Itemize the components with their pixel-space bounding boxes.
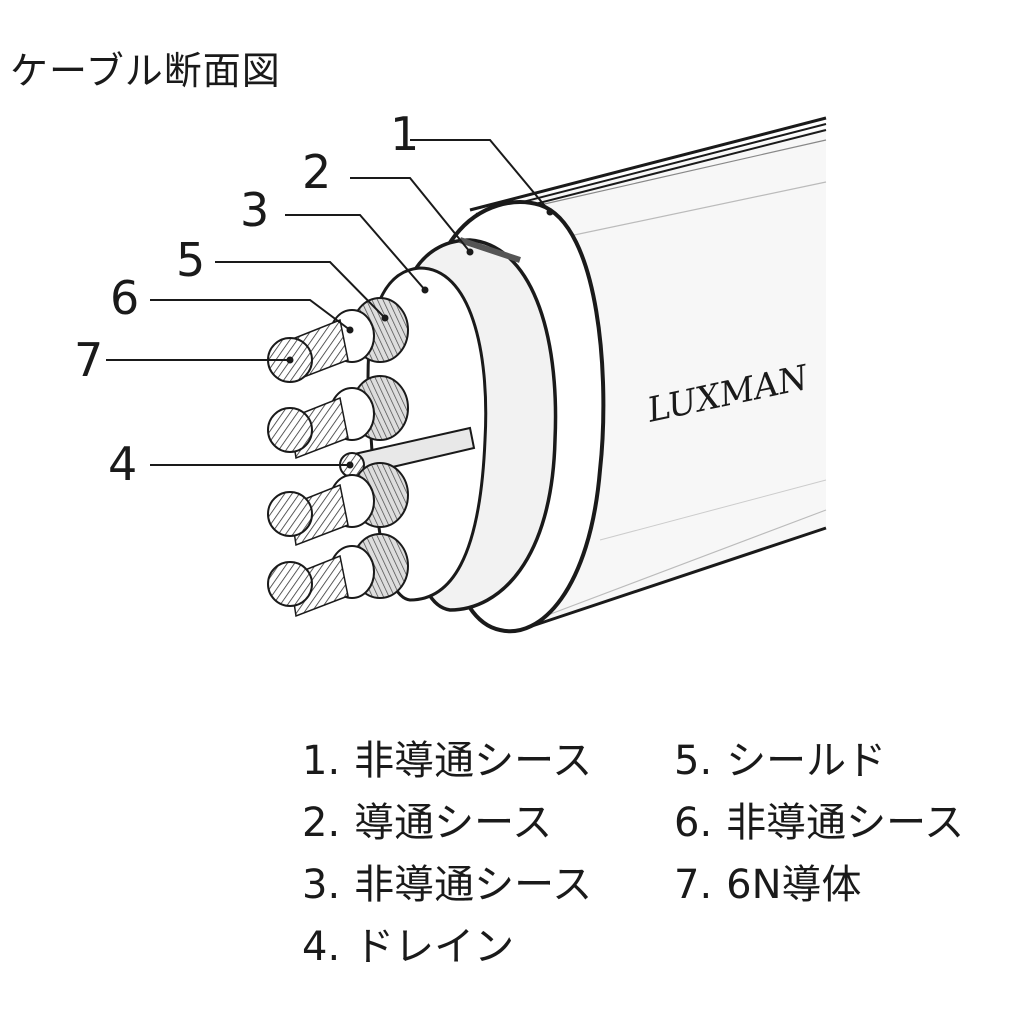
leader-line-3 [285, 214, 426, 291]
leader-line-1 [410, 139, 551, 213]
callout-1: 1 [390, 107, 419, 161]
legend-number: 6. [674, 800, 713, 846]
legend-number: 5. [674, 738, 713, 784]
leader-line-2 [350, 177, 471, 253]
callout-3: 3 [240, 183, 269, 237]
callout-7: 7 [74, 333, 103, 387]
legend-number: 1. [302, 738, 341, 784]
conductor-3 [267, 462, 409, 547]
conductor-4 [267, 533, 409, 618]
legend-label: 6N導体 [726, 862, 862, 908]
legend-label: ドレイン [354, 924, 515, 970]
diagram-title: ケーブル断面図 [10, 49, 281, 93]
conductor-2 [267, 375, 409, 460]
legend-label: 非導通シース [354, 862, 593, 908]
callout-4: 4 [108, 437, 137, 491]
callout-6: 6 [110, 271, 139, 325]
legend-label: シールド [726, 738, 887, 784]
legend-label: 非導通シース [726, 800, 965, 846]
legend-item-1: 1. 非導通シース [302, 728, 592, 786]
legend: 1.非導通シース 2.導通シース 3.非導通シース 4.ドレイン 5.シールド … [302, 728, 1024, 988]
legend-item-3: 3. 非導通シース [302, 852, 592, 910]
legend-item-7: 7. 6N導体 [674, 852, 862, 910]
leader-lines [106, 139, 551, 466]
legend-label: 非導通シース [354, 738, 593, 784]
legend-item-6: 6. 非導通シース [674, 790, 964, 848]
legend-number: 3. [302, 862, 341, 908]
callout-2: 2 [302, 145, 331, 199]
legend-label: 導通シース [354, 800, 553, 846]
legend-number: 4. [302, 924, 341, 970]
callout-5: 5 [176, 233, 205, 287]
legend-item-4: 4. ドレイン [302, 914, 514, 972]
leader-line-5 [215, 261, 386, 319]
legend-item-5: 5. シールド [674, 728, 886, 786]
leader-line-6 [150, 299, 351, 331]
legend-number: 7. [674, 862, 713, 908]
legend-number: 2. [302, 800, 341, 846]
cable-cross-section-diagram: LUXMAN 1 2 3 5 6 7 4 [74, 107, 827, 634]
legend-item-2: 2. 導通シース [302, 790, 552, 848]
leader-dots [286, 208, 554, 469]
